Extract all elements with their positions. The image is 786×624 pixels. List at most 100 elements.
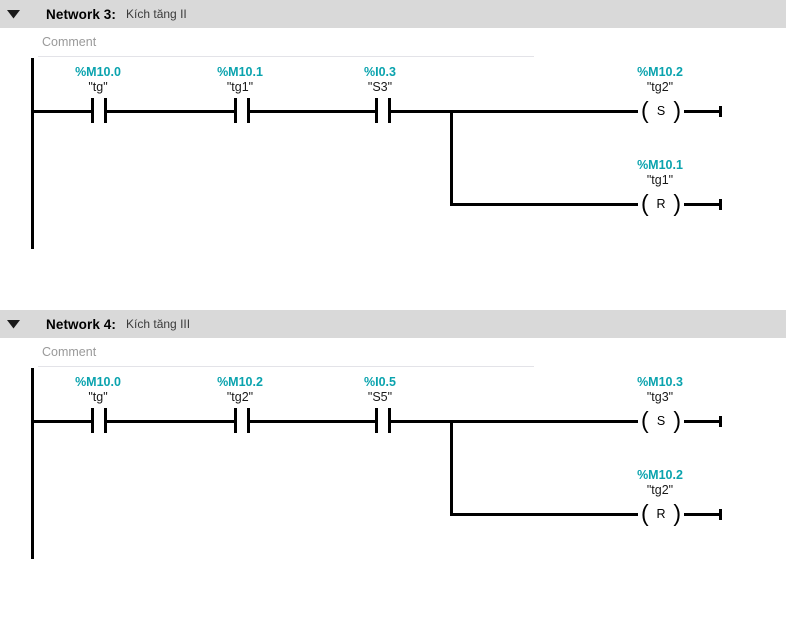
coil-paren-left: ( [641,500,649,526]
power-rail [31,368,34,559]
set-coil[interactable]: ( S ) [638,407,684,434]
contact-bar-left [375,408,378,433]
contact-operand-1[interactable]: %M10.0 "tg" [38,375,158,405]
branch-end-terminator [719,509,722,520]
contact-bar-right [388,98,391,123]
contact-tag: "tg2" [226,389,254,404]
contact-address: %I0.5 [364,375,396,389]
no-contact-1[interactable] [91,408,107,433]
contact-bar-right [247,98,250,123]
network-comment-row-3[interactable]: Comment [0,28,786,57]
reset-coil[interactable]: ( R ) [638,500,684,527]
coil-operand-2[interactable]: %M10.2 "tg2" [600,468,720,498]
comment-underline [38,56,534,57]
contact-tag: "S5" [367,389,393,404]
branch-wire-segment [684,513,722,516]
coil-letter: R [656,507,666,521]
rung-wire-segment [250,420,378,423]
network-subtitle: Kích tăng II [126,7,187,21]
reset-coil[interactable]: ( R ) [638,190,684,217]
branch-end-terminator [719,199,722,210]
contact-bar-left [234,98,237,123]
power-rail [31,58,34,249]
contact-address: %M10.0 [75,375,121,389]
coil-operand-2[interactable]: %M10.1 "tg1" [600,158,720,188]
contact-address: %I0.3 [364,65,396,79]
contact-bar-right [104,98,107,123]
contact-tag: "S3" [367,79,393,94]
contact-operand-2[interactable]: %M10.2 "tg2" [180,375,300,405]
coil-tag: "tg1" [646,172,674,187]
coil-letter: S [656,104,666,118]
coil-letter: S [656,414,666,428]
network-block-4: Network 4: Kích tăng III Comment %M10.0 … [0,310,786,624]
contact-bar-right [247,408,250,433]
contact-operand-2[interactable]: %M10.1 "tg1" [180,65,300,95]
rung-end-terminator [719,416,722,427]
coil-paren-right: ) [673,97,681,123]
set-coil[interactable]: ( S ) [638,97,684,124]
network-subtitle: Kích tăng III [126,317,191,331]
contact-bar-right [104,408,107,433]
comment-placeholder[interactable]: Comment [42,345,97,359]
contact-bar-left [375,98,378,123]
rung-wire-segment [684,420,722,423]
chevron-down-icon[interactable] [0,319,26,329]
coil-tag: "tg2" [646,79,674,94]
coil-tag: "tg3" [646,389,674,404]
network-header-3[interactable]: Network 3: Kích tăng II [0,0,786,28]
coil-address: %M10.2 [637,65,683,79]
coil-operand-1[interactable]: %M10.2 "tg2" [600,65,720,95]
contact-operand-1[interactable]: %M10.0 "tg" [38,65,158,95]
no-contact-3[interactable] [375,408,391,433]
contact-address: %M10.0 [75,65,121,79]
rung-wire-segment [684,110,722,113]
network-title: Network 3: [46,6,117,22]
rung-wire-segment [107,110,237,113]
contact-bar-left [91,408,94,433]
coil-paren-left: ( [641,407,649,433]
coil-paren-right: ) [673,407,681,433]
contact-operand-3[interactable]: %I0.5 "S5" [320,375,440,405]
coil-paren-right: ) [673,500,681,526]
ladder-canvas-3: %M10.0 "tg" %M10.1 "tg1" %I0.3 "S3" %M10… [0,57,786,310]
coil-address: %M10.1 [637,158,683,172]
contact-tag: "tg" [88,79,108,94]
branch-wire-segment [450,203,638,206]
rung-wire-segment [31,110,94,113]
rung-wire-segment [31,420,94,423]
coil-address: %M10.2 [637,468,683,482]
coil-paren-right: ) [673,190,681,216]
rung-wire-segment [107,420,237,423]
branch-wire-segment [450,513,638,516]
coil-paren-left: ( [641,190,649,216]
network-title: Network 4: [46,316,117,332]
comment-placeholder[interactable]: Comment [42,35,97,49]
chevron-down-icon[interactable] [0,9,26,19]
rung-wire-segment [250,110,378,113]
contact-bar-left [91,98,94,123]
contact-address: %M10.2 [217,375,263,389]
contact-bar-right [388,408,391,433]
contact-bar-left [234,408,237,433]
coil-paren-left: ( [641,97,649,123]
no-contact-1[interactable] [91,98,107,123]
no-contact-3[interactable] [375,98,391,123]
no-contact-2[interactable] [234,408,250,433]
no-contact-2[interactable] [234,98,250,123]
contact-tag: "tg" [88,389,108,404]
branch-vertical-wire [450,420,453,513]
network-header-4[interactable]: Network 4: Kích tăng III [0,310,786,338]
branch-vertical-wire [450,110,453,203]
contact-address: %M10.1 [217,65,263,79]
contact-operand-3[interactable]: %I0.3 "S3" [320,65,440,95]
rung-wire-segment [391,110,638,113]
ladder-canvas-4: %M10.0 "tg" %M10.2 "tg2" %I0.5 "S5" %M10… [0,367,786,624]
rung-wire-segment [391,420,638,423]
coil-operand-1[interactable]: %M10.3 "tg3" [600,375,720,405]
comment-underline [38,366,534,367]
network-comment-row-4[interactable]: Comment [0,338,786,367]
rung-end-terminator [719,106,722,117]
network-block-3: Network 3: Kích tăng II Comment %M10.0 "… [0,0,786,310]
coil-address: %M10.3 [637,375,683,389]
